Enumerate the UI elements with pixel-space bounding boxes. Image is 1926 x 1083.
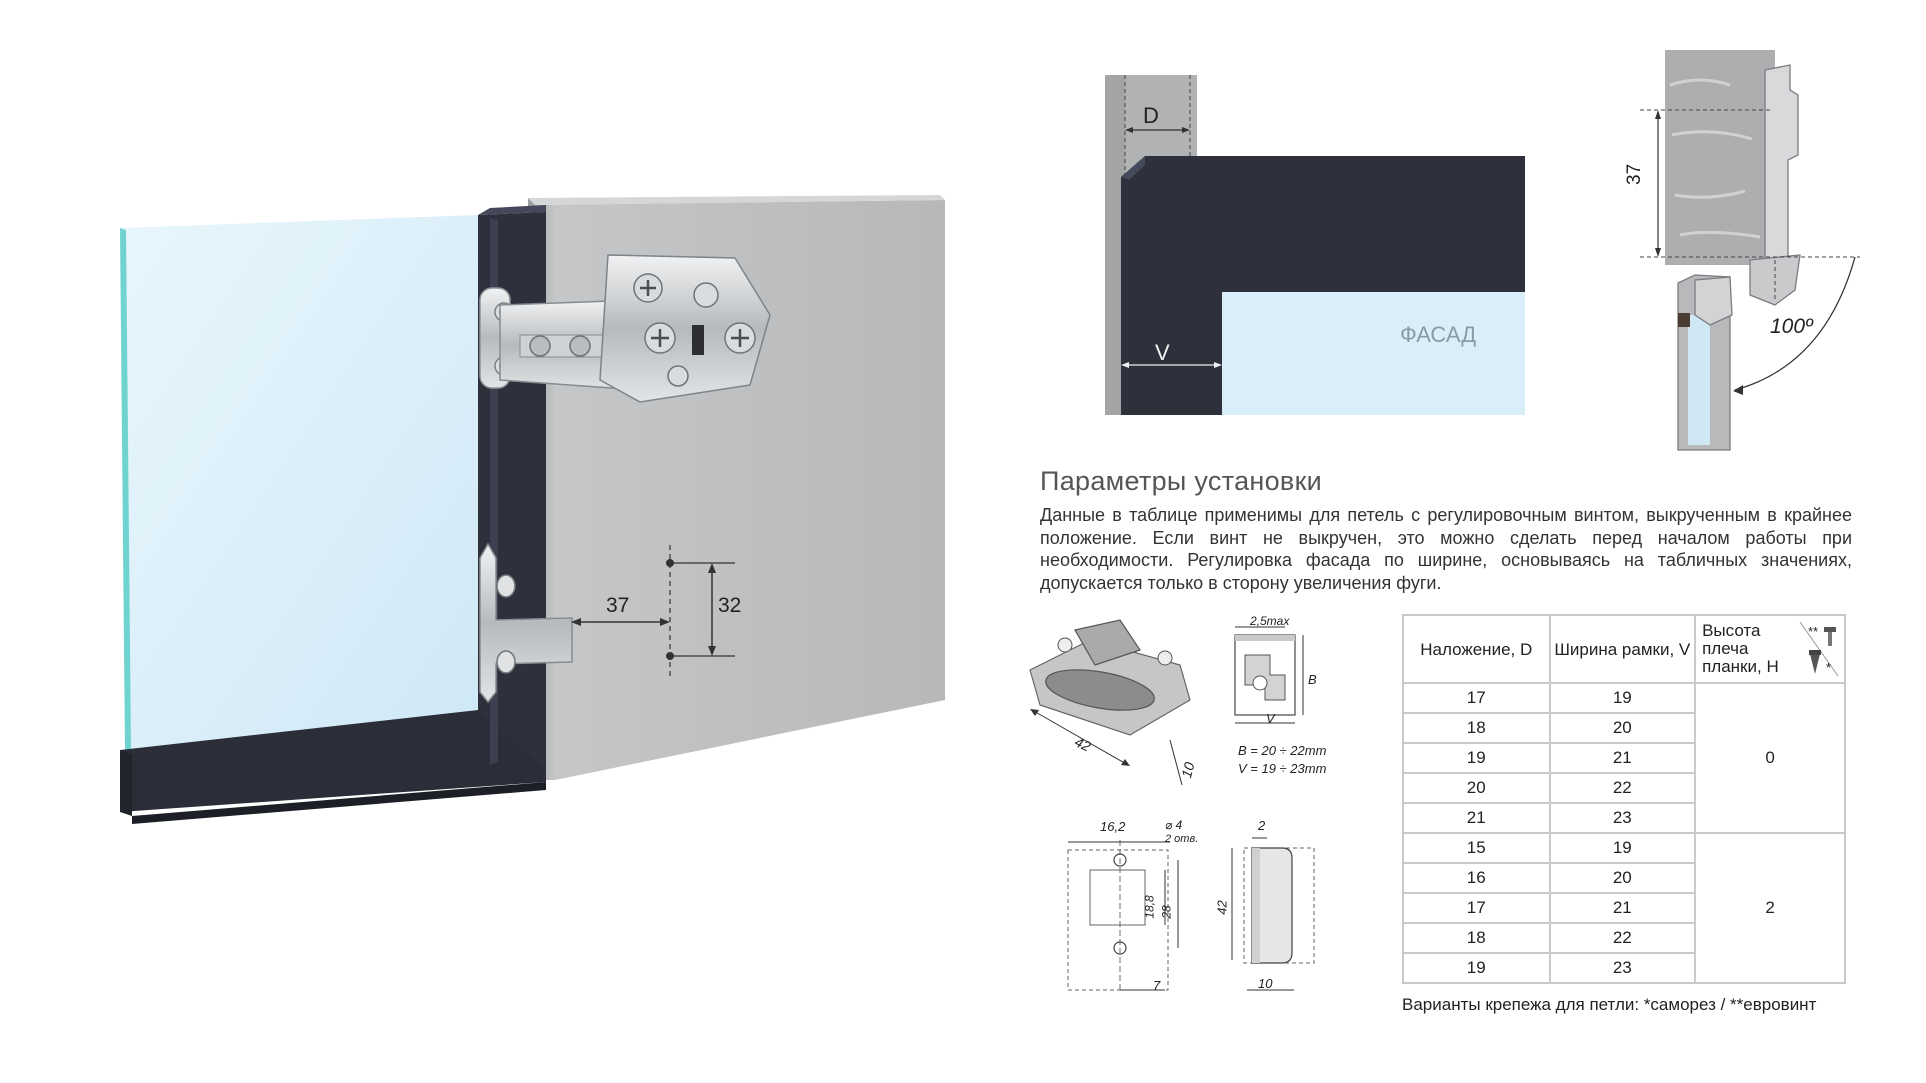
profile-label-v: V (1266, 711, 1275, 726)
cup-drawing (1231, 837, 1315, 991)
hole-dim-d4: ⌀ 4 (1165, 818, 1183, 832)
cup-dim-42: 42 (1214, 900, 1230, 915)
profile-v-range: V = 19 ÷ 23mm (1238, 761, 1327, 776)
table-row: 18 20 (1402, 712, 1845, 744)
hero-dim-32: 32 (718, 594, 742, 617)
fastener-footnote: Варианты крепежа для петли: *саморез / *… (1402, 995, 1817, 1014)
installation-params-table: Наложение, D Ширина рамки, V Высота плеч… (1402, 614, 1846, 984)
header-frame-width-v: Ширина рамки, V (1548, 614, 1697, 684)
header-plate-height-label: Высота плеча планки, H (1702, 621, 1779, 676)
table-cell-v: 19 (1548, 682, 1697, 714)
hole-pattern-drawing (1067, 840, 1179, 991)
cross-section-label-facade: ФАСАД (1400, 322, 1477, 347)
hero-dim-37: 37 (606, 594, 630, 617)
cup-dim-2: 2 (1258, 818, 1266, 833)
table-cell-v: 19 (1548, 832, 1697, 864)
cross-section-label-v: V (1155, 340, 1170, 365)
table-row: 21 23 (1402, 802, 1845, 834)
profile-dim-25max: 2,5max (1250, 614, 1290, 628)
table-row: 19 21 (1402, 742, 1845, 774)
double-star-mark: ** (1808, 624, 1818, 639)
frame-profile-drawing (1234, 626, 1304, 724)
hinge-assembly-illustration (120, 195, 945, 824)
table-row: 18 22 (1402, 922, 1845, 954)
table-cell-v: 21 (1548, 892, 1697, 924)
table-cell-d: 19 (1402, 742, 1551, 774)
table-cell-v: 22 (1548, 772, 1697, 804)
glass-pane (120, 215, 478, 750)
section-description: Данные в таблице применимы для петель с … (1040, 505, 1852, 593)
table-cell-v: 20 (1548, 712, 1697, 744)
screw-types-icon: ** * (1799, 621, 1839, 677)
frame-cross-section (1105, 70, 1525, 420)
table-cell-d: 17 (1402, 892, 1551, 924)
table-row: 17 21 (1402, 892, 1845, 924)
table-cell-d: 16 (1402, 862, 1551, 894)
table-cell-d: 15 (1402, 832, 1551, 864)
table-cell-h: 0 (1694, 682, 1846, 834)
hole-dim-28: 28 (1159, 905, 1174, 919)
table-cell-d: 19 (1402, 952, 1551, 984)
table-cell-d: 18 (1402, 712, 1551, 744)
facade-area (1222, 292, 1525, 415)
side-view-dim-37: 37 (1624, 163, 1645, 185)
hole-dim-7: 7 (1153, 978, 1161, 993)
header-plate-height-h: Высота плеча планки, H ** * (1694, 614, 1846, 684)
table-cell-d: 18 (1402, 922, 1551, 954)
header-overlay-d: Наложение, D (1402, 614, 1551, 684)
table-cell-d: 21 (1402, 802, 1551, 834)
table-row: 19 23 (1402, 952, 1845, 984)
table-row: 17 19 0 (1402, 682, 1846, 834)
table-row: 16 20 (1402, 862, 1845, 894)
profile-label-b: B (1308, 672, 1317, 687)
cross-section-label-d: D (1143, 103, 1159, 128)
table-cell-d: 17 (1402, 682, 1551, 714)
hole-dim-2holes: 2 отв. (1165, 833, 1199, 845)
hinge-side-view (1640, 50, 1860, 451)
profile-b-range: B = 20 ÷ 22mm (1238, 743, 1327, 758)
mounting-plate-drawing (1029, 619, 1191, 786)
cup-dim-10: 10 (1258, 976, 1273, 991)
table-row: 15 19 2 (1402, 832, 1846, 984)
table-cell-v: 22 (1548, 922, 1697, 954)
table-cell-v: 23 (1548, 802, 1697, 834)
section-title: Параметры установки (1040, 466, 1323, 496)
table-cell-v: 20 (1548, 862, 1697, 894)
hole-dim-188: 18,8 (1142, 895, 1157, 919)
hole-dim-162: 16,2 (1100, 819, 1126, 834)
table-cell-h: 2 (1694, 832, 1846, 984)
table-cell-d: 20 (1402, 772, 1551, 804)
table-row: 20 22 (1402, 772, 1845, 804)
table-cell-v: 23 (1548, 952, 1697, 984)
side-view-angle: 100º (1770, 315, 1813, 338)
single-star-mark: * (1826, 660, 1831, 675)
table-cell-v: 21 (1548, 742, 1697, 774)
